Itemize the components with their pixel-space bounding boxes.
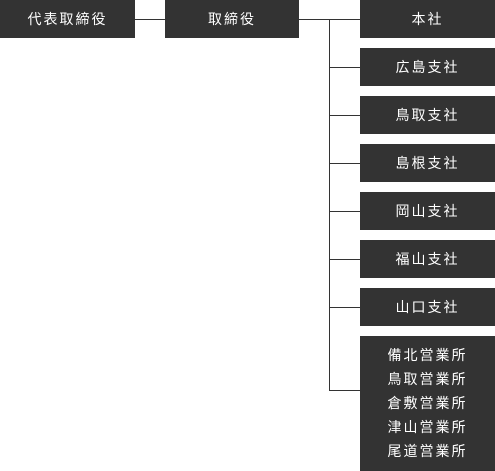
connector-branch (329, 67, 360, 68)
ceo-label: 代表取締役 (27, 12, 108, 28)
branch-box: 広島支社 (360, 48, 495, 86)
connector-branch (329, 115, 360, 116)
connector-branch (329, 211, 360, 212)
connector-sales-offices (329, 390, 360, 391)
branch-label: 山口支社 (395, 300, 460, 316)
connector-branch (329, 163, 360, 164)
branch-label: 鳥取支社 (395, 108, 460, 124)
connector-branch (329, 259, 360, 260)
branch-label: 島根支社 (395, 156, 460, 172)
branch-label: 福山支社 (395, 252, 460, 268)
sales-office-label: 倉敷営業所 (387, 395, 468, 412)
branch-box: 山口支社 (360, 288, 495, 326)
branch-box: 鳥取支社 (360, 96, 495, 134)
branch-label: 岡山支社 (395, 204, 460, 220)
sales-office-label: 尾道営業所 (387, 443, 468, 460)
branch-label: 広島支社 (395, 60, 460, 76)
head-office-box: 本社 (360, 0, 495, 38)
sales-offices-box: 備北営業所 鳥取営業所 倉敷営業所 津山営業所 尾道営業所 (360, 336, 495, 471)
director-label: 取締役 (208, 12, 256, 28)
branch-box: 島根支社 (360, 144, 495, 182)
connector-branch (329, 307, 360, 308)
ceo-box: 代表取締役 (0, 0, 135, 38)
branch-box: 福山支社 (360, 240, 495, 278)
sales-office-label: 津山営業所 (387, 419, 468, 436)
connector-trunk-vertical (329, 19, 330, 390)
sales-office-label: 鳥取営業所 (387, 371, 468, 388)
director-box: 取締役 (165, 0, 299, 38)
sales-office-label: 備北営業所 (387, 347, 468, 364)
branch-box: 岡山支社 (360, 192, 495, 230)
head-office-label: 本社 (411, 12, 444, 28)
connector-ceo-director (135, 19, 165, 20)
